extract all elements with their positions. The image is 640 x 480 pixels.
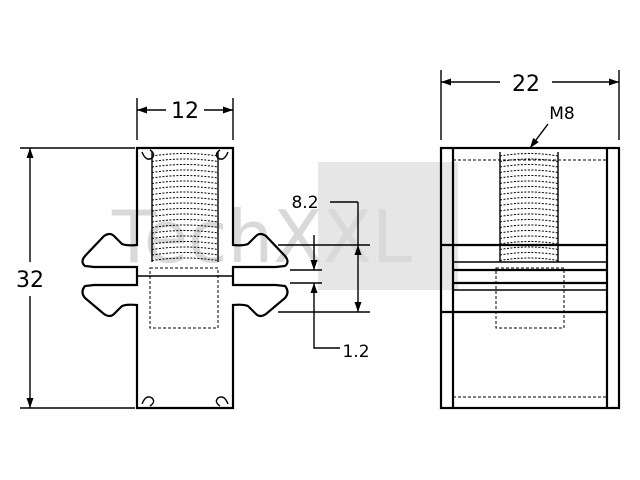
leader-line — [313, 318, 340, 349]
thread-hatch-line — [499, 224, 559, 228]
thread-hatch-line — [499, 246, 559, 250]
front-view — [81, 146, 289, 410]
dim-slot-spacing-label: 8.2 — [291, 193, 318, 213]
thread-hatch-line — [499, 175, 559, 179]
thread-hatch-line — [151, 186, 219, 190]
thread-hatch-line — [151, 235, 219, 239]
thread-hatch-line — [151, 202, 219, 206]
thread-hatch-line — [151, 164, 219, 168]
thread-hatch-line — [499, 230, 559, 234]
thread-hatch-line — [151, 224, 219, 228]
side-hidden-cavity — [495, 267, 565, 329]
dim-slot: 8.2 1.2 — [278, 193, 370, 362]
thread-hatch-line — [151, 169, 219, 173]
thread-hatch-line — [499, 158, 559, 162]
side-thread-hatch — [499, 153, 559, 261]
thread-hatch-line — [151, 158, 219, 162]
front-bottom-notch-left — [141, 396, 155, 407]
thread-hatch-line — [151, 153, 219, 157]
thread-hatch-line — [499, 257, 559, 261]
thread-hatch-line — [499, 180, 559, 184]
side-body-outline — [439, 146, 621, 410]
thread-hatch-line — [499, 208, 559, 212]
dim-height-label: 32 — [16, 268, 44, 293]
thread-hatch-line — [151, 208, 219, 212]
thread-hatch-line — [151, 175, 219, 179]
thread-hatch-line — [151, 219, 219, 223]
thread-hatch-line — [499, 202, 559, 206]
thread-hatch-line — [499, 252, 559, 256]
thread-hatch-line — [499, 219, 559, 223]
thread-hatch-line — [151, 213, 219, 217]
thread-hatch-line — [499, 213, 559, 217]
thread-hatch-line — [151, 246, 219, 250]
thread-hatch-line — [151, 252, 219, 256]
watermark-text: TechXXL — [111, 195, 412, 279]
thread-hatch-line — [499, 191, 559, 195]
front-body-outline — [81, 146, 289, 410]
thread-hatch-line — [151, 257, 219, 261]
thread-hatch-line — [151, 241, 219, 245]
front-bottom-notch-right — [215, 396, 229, 407]
thread-hatch-line — [499, 186, 559, 190]
thread-hatch-line — [151, 180, 219, 184]
dim-side-width-label: 22 — [512, 72, 540, 97]
thread-hatch-line — [499, 153, 559, 157]
thread-hatch-line — [151, 191, 219, 195]
front-hidden-cavity — [149, 267, 219, 329]
thread-hatch-line — [499, 235, 559, 239]
watermark-box — [318, 162, 458, 290]
dim-side-width: 22 — [440, 70, 620, 140]
dim-front-width: 12 — [136, 98, 234, 140]
watermark: TechXXL — [111, 162, 458, 290]
thread-hatch-line — [151, 197, 219, 201]
thread-hatch-line — [151, 230, 219, 234]
side-view — [439, 146, 621, 410]
front-thread-hatch — [151, 153, 219, 261]
thread-hatch-line — [499, 164, 559, 168]
thread-hatch-line — [499, 169, 559, 173]
thread-hatch-line — [499, 241, 559, 245]
thread-callout-label: M8 — [549, 104, 574, 124]
thread-callout: M8 — [529, 104, 575, 149]
leader-line — [529, 123, 549, 149]
thread-hatch-line — [499, 197, 559, 201]
dim-height: 32 — [16, 147, 135, 409]
dim-slot-width-label: 1.2 — [342, 342, 369, 362]
dim-front-width-label: 12 — [171, 99, 199, 124]
